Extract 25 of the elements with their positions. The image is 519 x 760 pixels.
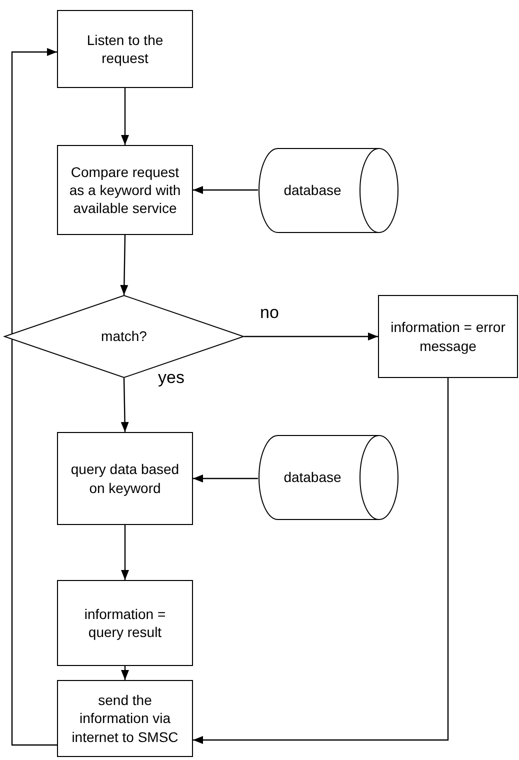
arrow — [11, 48, 57, 746]
arrow — [121, 88, 129, 145]
node-label: Listen to the request — [86, 30, 164, 68]
process-box — [57, 580, 193, 666]
node-label: match? — [101, 327, 147, 346]
arrow — [193, 186, 258, 194]
node-label: database — [284, 468, 342, 487]
arrow — [121, 525, 129, 580]
process-box — [57, 10, 193, 88]
node-label: query data based on keyword — [70, 460, 180, 497]
arrow — [121, 666, 129, 680]
process-box — [57, 145, 193, 235]
arrow — [193, 378, 449, 744]
node-label: Compare request as a keyword with available service — [68, 162, 182, 218]
node-label: database — [284, 181, 342, 200]
arrow — [193, 474, 258, 482]
process-box — [57, 432, 193, 525]
process-box — [378, 295, 518, 378]
arrow — [120, 378, 129, 432]
arrow — [244, 332, 378, 340]
node-label: information = query result — [83, 604, 167, 642]
node-label: send the information via internet to SMSC — [70, 691, 180, 746]
process-box — [57, 680, 193, 757]
arrow — [120, 234, 128, 296]
node-label: information = error message — [390, 318, 506, 355]
